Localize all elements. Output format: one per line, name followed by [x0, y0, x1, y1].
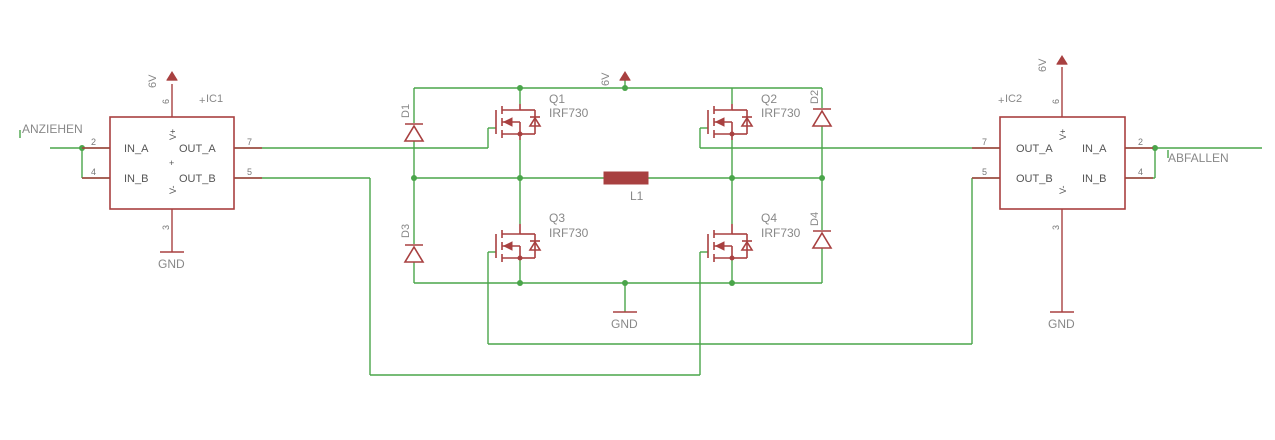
ic2-pin-out-a-label: OUT_A — [1016, 143, 1053, 155]
ic1-name: IC1 — [206, 93, 223, 105]
mosfet-q1-name: Q1 — [549, 92, 565, 106]
net-labels: ANZIEHEN ABFALLEN — [22, 122, 1229, 165]
ic1-pin-num-vplus: 6 — [161, 99, 171, 104]
svg-text:+: + — [998, 95, 1004, 107]
ic2-pin-vminus-label: V- — [1058, 185, 1068, 194]
mosfet-q3: Q3 IRF730 — [495, 211, 589, 262]
ic1-pin-num-in-b: 4 — [91, 167, 96, 177]
mosfet-q2: Q2 IRF730 — [707, 92, 801, 140]
ic1-pin-vplus-label: V+ — [168, 129, 178, 140]
ic1-ground-label: GND — [158, 257, 185, 271]
mosfet-q4: Q4 IRF730 — [707, 211, 801, 262]
diode-d2-label: D2 — [809, 90, 821, 104]
junctions — [79, 85, 1158, 286]
ic2-pin-in-b-label: IN_B — [1082, 173, 1106, 185]
bridge-supply: 6V — [600, 71, 631, 86]
diode-d4: D4 — [809, 212, 833, 249]
diode-d2: D2 — [809, 90, 833, 127]
ic2-pin-num-in-a: 2 — [1138, 137, 1143, 147]
ic1-pin-num-out-a: 7 — [247, 137, 252, 147]
inductor-l1-label: L1 — [630, 189, 644, 203]
ic1-pin-num-vminus: 3 — [161, 225, 171, 230]
bridge-ground-label: GND — [611, 317, 638, 331]
mosfet-q3-name: Q3 — [549, 211, 565, 225]
diode-d3: D3 — [400, 224, 425, 263]
ic1: + IC1 + IN_A IN_B OUT_A OUT_B V+ V- 2 4 … — [82, 71, 262, 271]
ic2-pin-num-vplus: 6 — [1051, 99, 1061, 104]
input-net-label: ANZIEHEN — [22, 122, 83, 136]
ic2-name: IC2 — [1005, 93, 1022, 105]
ic1-pin-out-a-label: OUT_A — [179, 143, 216, 155]
inductor-l1: L1 — [603, 171, 649, 203]
ic2-pin-num-in-b: 4 — [1138, 167, 1143, 177]
bridge-supply-label: 6V — [600, 72, 612, 86]
svg-text:+: + — [169, 158, 174, 168]
ic2-ground-label: GND — [1048, 317, 1075, 331]
ic2-pin-num-vminus: 3 — [1051, 225, 1061, 230]
ic1-pin-out-b-label: OUT_B — [179, 173, 216, 185]
diode-d1-label: D1 — [400, 104, 412, 118]
ic2: IC2 + OUT_A OUT_B IN_A IN_B V+ V- 7 5 2 … — [972, 55, 1153, 331]
ic2-pin-num-out-b: 5 — [982, 167, 987, 177]
ic1-pin-in-a-label: IN_A — [124, 143, 149, 155]
ic1-pin-num-out-b: 5 — [247, 167, 252, 177]
wires — [19, 80, 1262, 376]
ic1-pin-vminus-label: V- — [168, 185, 178, 194]
diode-d1: D1 — [400, 104, 425, 142]
mosfet-q4-name: Q4 — [761, 211, 777, 225]
ic1-pin-in-b-label: IN_B — [124, 173, 148, 185]
diode-d4-label: D4 — [809, 212, 821, 226]
ic2-pin-in-a-label: IN_A — [1082, 143, 1107, 155]
ic2-pin-out-b-label: OUT_B — [1016, 173, 1053, 185]
output-net-label: ABFALLEN — [1168, 151, 1229, 165]
mosfet-q2-name: Q2 — [761, 92, 777, 106]
mosfet-q4-value: IRF730 — [761, 226, 801, 240]
ic2-pin-vplus-label: V+ — [1058, 129, 1068, 140]
bridge-ground: GND — [611, 311, 638, 331]
mosfet-q1: Q1 IRF730 — [495, 92, 589, 140]
ic2-supply-label: 6V — [1037, 58, 1049, 72]
ic1-supply-label: 6V — [147, 74, 159, 88]
ic1-pin-num-in-a: 2 — [91, 137, 96, 147]
mosfet-q1-value: IRF730 — [549, 106, 589, 120]
svg-text:+: + — [199, 95, 205, 107]
mosfet-q3-value: IRF730 — [549, 226, 589, 240]
mosfet-q2-value: IRF730 — [761, 106, 801, 120]
diode-d3-label: D3 — [400, 224, 412, 238]
ic2-pin-num-out-a: 7 — [982, 137, 987, 147]
